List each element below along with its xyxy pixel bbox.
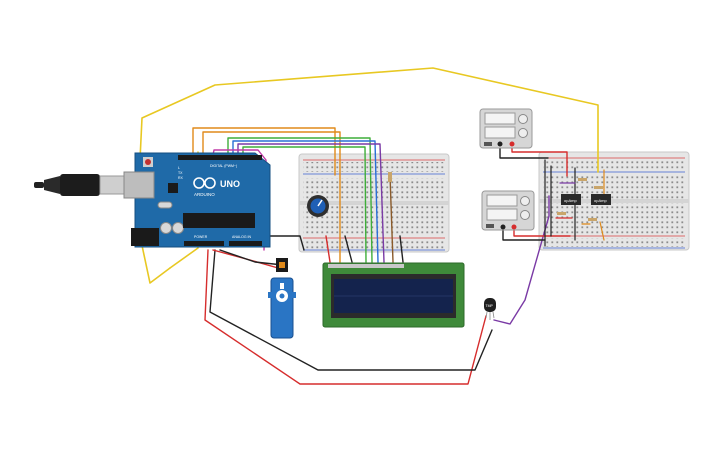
arduino-uno[interactable]: UNO ARDUINO DIGITAL (PWM~) POWER ANALOG …	[123, 152, 271, 248]
wire-brown-1[interactable]	[389, 174, 394, 263]
power-supply-1[interactable]	[479, 108, 533, 149]
analog-header-label: ANALOG IN	[232, 235, 252, 239]
wire-red-lcd[interactable]	[325, 235, 331, 263]
potentiometer[interactable]	[307, 195, 329, 217]
power-jack	[131, 228, 159, 246]
opamp-1[interactable]: opAmp	[561, 194, 581, 205]
digital-header[interactable]	[178, 155, 262, 160]
wire-supply2-black[interactable]	[502, 229, 546, 241]
opamp-1-label: opAmp	[564, 198, 577, 203]
atmega-chip	[183, 213, 255, 228]
wire-black-lcd-2[interactable]	[399, 235, 404, 263]
l-label: L	[178, 166, 180, 170]
wire-purple-sensor[interactable]	[493, 195, 550, 325]
tx-label: TX	[178, 171, 183, 175]
temperature-sensor[interactable]: TMP	[484, 298, 496, 320]
rx-label: RX	[178, 176, 184, 180]
wire-supply1-black[interactable]	[499, 145, 549, 159]
power-header[interactable]	[184, 241, 224, 246]
power-header-label: POWER	[194, 235, 208, 239]
brand-label: ARDUINO	[194, 192, 215, 197]
wire-yellow-2[interactable]	[169, 247, 199, 269]
wire-black-ground[interactable]	[209, 249, 493, 371]
wire-blue-1[interactable]	[232, 140, 379, 263]
wire-green-2[interactable]	[242, 146, 367, 263]
lcd-pin-header	[328, 264, 404, 268]
wire-orange[interactable]	[192, 127, 336, 176]
resistor-left[interactable]	[388, 172, 392, 182]
arduino-logo-icon	[193, 177, 216, 189]
wire-supply1-red[interactable]	[511, 145, 568, 177]
lcd-display[interactable]	[322, 262, 465, 328]
wire-black-lcd[interactable]	[344, 235, 353, 263]
wire-orange-2[interactable]	[202, 131, 341, 263]
digital-header-label: DIGITAL (PWM~)	[210, 164, 237, 168]
sensor-label: TMP	[486, 304, 494, 308]
servo-motor[interactable]	[268, 258, 296, 339]
model-label: UNO	[220, 179, 240, 189]
power-supply-2[interactable]	[481, 190, 535, 231]
breadboard-left[interactable]	[298, 153, 450, 253]
opamp-2[interactable]: opAmp	[591, 194, 611, 205]
usb-port	[123, 171, 155, 199]
wire-red-power[interactable]	[204, 249, 487, 385]
wire-green-1[interactable]	[227, 137, 373, 263]
analog-header[interactable]	[229, 241, 262, 246]
usb-cable[interactable]	[34, 174, 125, 196]
resistors-right[interactable]	[557, 178, 603, 221]
wire-black-servo[interactable]	[219, 249, 284, 266]
opamp-2-label: opAmp	[594, 198, 607, 203]
